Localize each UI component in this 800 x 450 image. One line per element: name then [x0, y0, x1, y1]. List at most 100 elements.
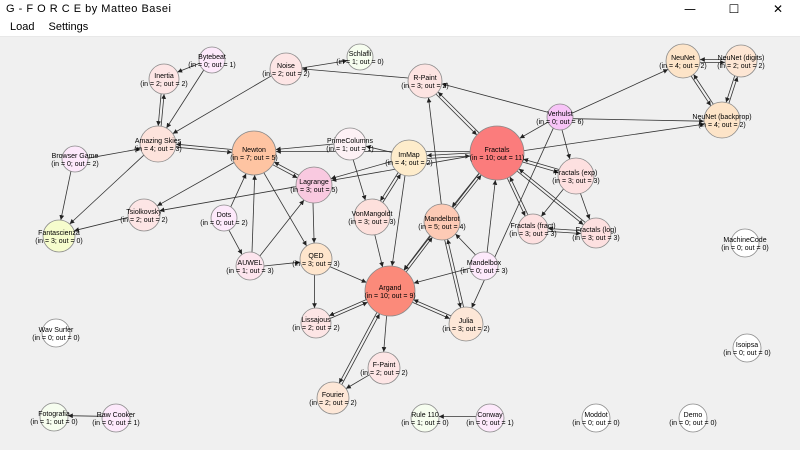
node-circle[interactable]	[41, 318, 71, 348]
node-degree-info: (in = 1; out = 3)	[226, 268, 273, 275]
node-circle[interactable]	[517, 213, 549, 245]
node-circle[interactable]	[316, 381, 350, 415]
node-fractals_exp[interactable]: Fractals (exp)(in = 3; out = 3)	[552, 157, 600, 195]
node-argand[interactable]: Argand(in = 10; out = 9)	[364, 265, 416, 317]
node-circle[interactable]	[300, 307, 332, 339]
node-rule110[interactable]: Rule 110(in = 1; out = 0)	[401, 403, 449, 433]
node-tsiolkovsky[interactable]: Tsiolkovsky(in = 2; out = 2)	[120, 198, 168, 232]
node-conway[interactable]: Conway(in = 0; out = 1)	[466, 403, 514, 433]
node-wavsurfer[interactable]: Wav Surfer(in = 0; out = 0)	[32, 318, 80, 348]
node-circle[interactable]	[678, 403, 708, 433]
node-fourier[interactable]: Fourier(in = 2; out = 2)	[309, 381, 357, 415]
node-machinecode[interactable]: MachineCode(in = 0; out = 0)	[721, 228, 769, 258]
node-circle[interactable]	[42, 219, 76, 253]
node-circle[interactable]	[469, 251, 499, 281]
node-schlafli[interactable]: Schlafli(in = 1; out = 0)	[336, 43, 384, 71]
node-lissajous[interactable]: Lissajous(in = 2; out = 2)	[292, 307, 340, 339]
node-lagrange[interactable]: Lagrange(in = 3; out = 5)	[290, 166, 338, 204]
node-circle[interactable]	[390, 139, 428, 177]
menu-bar: Load Settings	[0, 18, 800, 37]
node-fractals_log[interactable]: Fractals (log)(in = 3; out = 3)	[572, 217, 620, 249]
node-circle[interactable]	[148, 63, 180, 95]
node-circle[interactable]	[127, 198, 161, 232]
node-neunet[interactable]: NeuNet(in = 4; out = 2)	[659, 43, 707, 79]
node-circle[interactable]	[665, 43, 701, 79]
node-vonmangoldt[interactable]: VonMangoldt(in = 3; out = 3)	[348, 198, 396, 236]
node-circle[interactable]	[39, 402, 69, 432]
node-circle[interactable]	[364, 265, 416, 317]
node-fotografia[interactable]: Fotografia(in = 1; out = 0)	[30, 402, 78, 432]
node-circle[interactable]	[724, 44, 758, 78]
node-neunet_digits[interactable]: NeuNet (digits)(in = 2; out = 2)	[717, 44, 765, 78]
node-isoipsa[interactable]: Isoipsa(in = 0; out = 0)	[723, 333, 771, 363]
node-qed[interactable]: QED(in = 3; out = 3)	[292, 242, 340, 276]
node-degree-info: (in = 4; out = 3)	[134, 146, 181, 153]
node-auwel[interactable]: AUWEL(in = 1; out = 3)	[226, 251, 274, 281]
node-fractals_fract[interactable]: Fractals (fract)(in = 3; out = 3)	[509, 213, 557, 245]
node-newton[interactable]: Newton(in = 7; out = 5)	[230, 130, 278, 176]
node-moddot[interactable]: Moddot(in = 0; out = 0)	[572, 403, 620, 433]
node-circle[interactable]	[269, 52, 303, 86]
node-circle[interactable]	[333, 127, 367, 161]
node-rawcooker[interactable]: Raw Cooker(in = 0; out = 1)	[92, 403, 140, 433]
node-amazing[interactable]: Amazing Skies(in = 4; out = 3)	[134, 125, 182, 163]
node-circle[interactable]	[299, 242, 333, 276]
edge-noise-to-amazing	[172, 75, 272, 134]
node-circle[interactable]	[581, 403, 611, 433]
node-circle[interactable]	[448, 306, 484, 342]
node-circle[interactable]	[210, 204, 238, 232]
node-mandelbox[interactable]: Mandelbox(in = 0; out = 3)	[460, 251, 508, 281]
node-fractals[interactable]: Fractals(in = 10; out = 11)	[469, 125, 525, 181]
node-circle[interactable]	[730, 228, 760, 258]
node-circle[interactable]	[198, 46, 226, 74]
node-name: Mandelbrot	[424, 216, 459, 223]
node-circle[interactable]	[407, 63, 443, 99]
node-circle[interactable]	[61, 145, 89, 173]
node-neunet_bp[interactable]: NeuNet (backprop)(in = 4; out = 2)	[692, 101, 752, 139]
node-bytebeat[interactable]: Bytebeat(in = 0; out = 1)	[188, 46, 236, 74]
node-julia[interactable]: Julia(in = 3; out = 2)	[442, 306, 490, 342]
menu-load[interactable]: Load	[10, 21, 35, 33]
node-circle[interactable]	[346, 43, 374, 71]
node-name: Argand	[379, 285, 402, 292]
node-immap[interactable]: ImMap(in = 4; out = 2)	[385, 139, 433, 177]
node-circle[interactable]	[353, 198, 391, 236]
node-name: Conway	[477, 412, 503, 419]
node-circle[interactable]	[410, 403, 440, 433]
node-circle[interactable]	[580, 217, 612, 249]
edge-fractals-to-fractals_log	[516, 170, 584, 226]
node-rpaint[interactable]: R-Paint(in = 3; out = 2)	[401, 63, 449, 99]
node-circle[interactable]	[367, 351, 401, 385]
maximize-button[interactable]: ☐	[728, 2, 740, 16]
node-circle[interactable]	[546, 103, 574, 131]
node-circle[interactable]	[231, 130, 277, 176]
node-circle[interactable]	[423, 203, 461, 241]
node-circle[interactable]	[475, 403, 505, 433]
menu-settings[interactable]: Settings	[48, 21, 89, 33]
node-circle[interactable]	[703, 101, 741, 139]
node-dots[interactable]: Dots(in = 0; out = 2)	[200, 204, 248, 232]
node-circle[interactable]	[557, 157, 595, 195]
node-noise[interactable]: Noise(in = 2; out = 2)	[262, 52, 310, 86]
node-inertia[interactable]: Inertia(in = 2; out = 2)	[140, 63, 188, 95]
node-name: Isoipsa	[736, 342, 758, 349]
node-browser[interactable]: Browser Game(in = 0; out = 2)	[51, 145, 99, 173]
close-button[interactable]: ✕	[772, 2, 784, 16]
node-circle[interactable]	[139, 125, 177, 163]
node-circle[interactable]	[295, 166, 333, 204]
node-circle[interactable]	[732, 333, 762, 363]
node-verhulst[interactable]: Verhulst(in = 0; out = 6)	[536, 103, 584, 131]
minimize-button[interactable]: —	[684, 2, 696, 16]
node-fantascienza[interactable]: Fantascienza(in = 3; out = 0)	[35, 219, 83, 253]
node-circle[interactable]	[101, 403, 131, 433]
node-primecolumns[interactable]: PrimeColumns(in = 1; out = 1)	[326, 127, 374, 161]
node-circle[interactable]	[235, 251, 265, 281]
node-circle[interactable]	[469, 125, 525, 181]
node-mandelbrot[interactable]: Mandelbrot(in = 5; out = 4)	[418, 203, 466, 241]
node-name: Fourier	[322, 392, 345, 399]
edge-fractals_exp-to-fractals_fract	[540, 188, 564, 217]
node-demo[interactable]: Demo(in = 0; out = 0)	[669, 403, 717, 433]
graph-canvas[interactable]: Bytebeat(in = 0; out = 1) Schlafli(in = 1…	[0, 37, 800, 450]
node-name: Demo	[684, 412, 703, 419]
node-fpaint[interactable]: F-Paint(in = 2; out = 2)	[360, 351, 408, 385]
